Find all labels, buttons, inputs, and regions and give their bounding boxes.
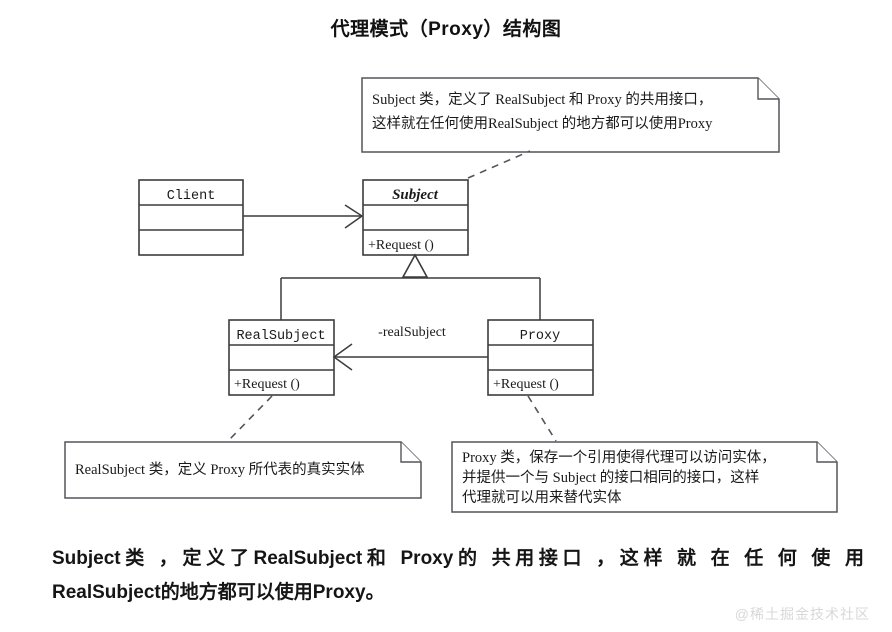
- note-proxy-connector: [527, 395, 557, 442]
- note-subject: Subject 类，定义了 RealSubject 和 Proxy 的共用接口，…: [361, 77, 780, 153]
- class-operations-subject: +Request (): [368, 238, 434, 253]
- association-label-realsubject: -realSubject: [378, 325, 446, 340]
- class-box-subject[interactable]: Subject +Request (): [362, 179, 469, 256]
- caption-line-2: RealSubject的地方都可以使用Proxy。: [52, 582, 385, 603]
- note-proxy-line-1: Proxy 类，保存一个引用使得代理可以访问实体，: [462, 449, 776, 466]
- class-box-proxy[interactable]: Proxy +Request (): [487, 319, 594, 396]
- class-name-subject: Subject: [392, 187, 439, 203]
- note-proxy: Proxy 类，保存一个引用使得代理可以访问实体， 并提供一个与 Subject…: [451, 441, 838, 513]
- page-title: 代理模式（Proxy）结构图: [330, 19, 562, 40]
- note-subject-line-1: Subject 类，定义了 RealSubject 和 Proxy 的共用接口，: [372, 91, 712, 108]
- relation-proxy-realsubject: -realSubject: [332, 325, 488, 371]
- note-realsubject-line-1: RealSubject 类，定义 Proxy 所代表的真实实体: [75, 460, 365, 478]
- note-proxy-line-3: 代理就可以用来替代实体: [462, 489, 622, 506]
- class-box-client[interactable]: Client: [138, 179, 244, 256]
- class-operations-proxy: +Request (): [493, 377, 559, 392]
- class-name-client: Client: [167, 189, 216, 204]
- note-subject-connector: [467, 150, 531, 179]
- note-subject-line-2: 这样就在任何使用RealSubject 的地方都可以使用Proxy: [372, 115, 713, 132]
- watermark: @稀土掘金技术社区: [734, 606, 870, 622]
- class-operations-realsubject: +Request (): [234, 377, 300, 392]
- class-name-realsubject: RealSubject: [236, 329, 325, 344]
- class-name-proxy: Proxy: [520, 329, 561, 344]
- relation-client-subject: [243, 204, 364, 229]
- caption-text: Subject类 ，定义了RealSubject和 Proxy的 共用接口 ，这…: [52, 542, 864, 610]
- caption-line-1: Subject类 ，定义了RealSubject和 Proxy的 共用接口 ，这…: [52, 548, 864, 569]
- relation-generalization-bus: [280, 253, 541, 320]
- note-proxy-line-2: 并提供一个与 Subject 的接口相同的接口，这样: [462, 469, 759, 486]
- note-realsubject: RealSubject 类，定义 Proxy 所代表的真实实体: [64, 441, 422, 499]
- class-box-realsubject[interactable]: RealSubject +Request (): [228, 319, 335, 396]
- note-realsubject-connector: [227, 395, 273, 442]
